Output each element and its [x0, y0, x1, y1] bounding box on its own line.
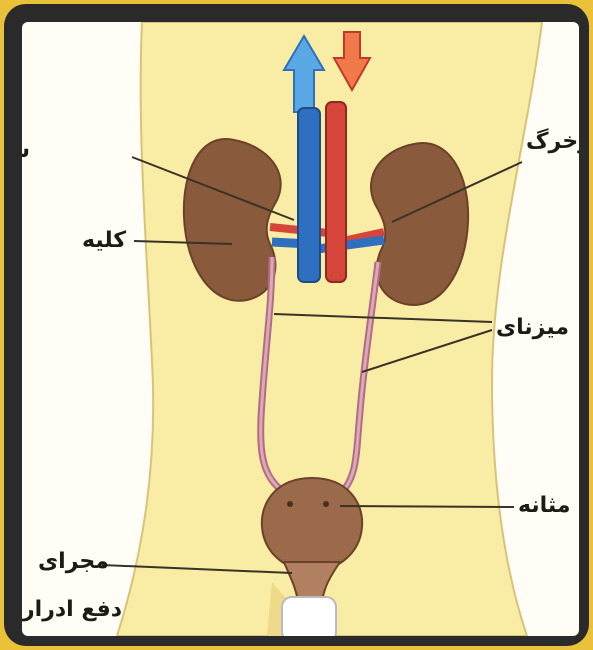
- diagram-panel: سیاهرگ سرخرگ کلیه میزنای مثانه مجرای دفع…: [22, 22, 579, 636]
- bladder-left-opening: [287, 501, 293, 507]
- bladder-leader-line: [340, 506, 514, 507]
- label-kidney: کلیه: [82, 228, 126, 253]
- label-bladder: مثانه: [518, 493, 570, 518]
- label-urethra-line1: مجرای: [38, 549, 109, 574]
- bladder-right-opening: [323, 501, 329, 507]
- vena-cava: [298, 108, 320, 282]
- image-frame: سیاهرگ سرخرگ کلیه میزنای مثانه مجرای دفع…: [4, 4, 589, 646]
- urethra-tube: [282, 597, 336, 636]
- label-vein: سیاهرگ: [22, 137, 30, 163]
- label-urethra-line2: دفع ادرار: [22, 597, 122, 622]
- urinary-system-diagram: سیاهرگ سرخرگ کلیه میزنای مثانه مجرای دفع…: [22, 22, 579, 636]
- bladder: [262, 478, 362, 572]
- label-ureter: میزنای: [496, 315, 569, 340]
- aorta: [326, 102, 346, 282]
- label-artery: سرخرگ: [526, 128, 579, 154]
